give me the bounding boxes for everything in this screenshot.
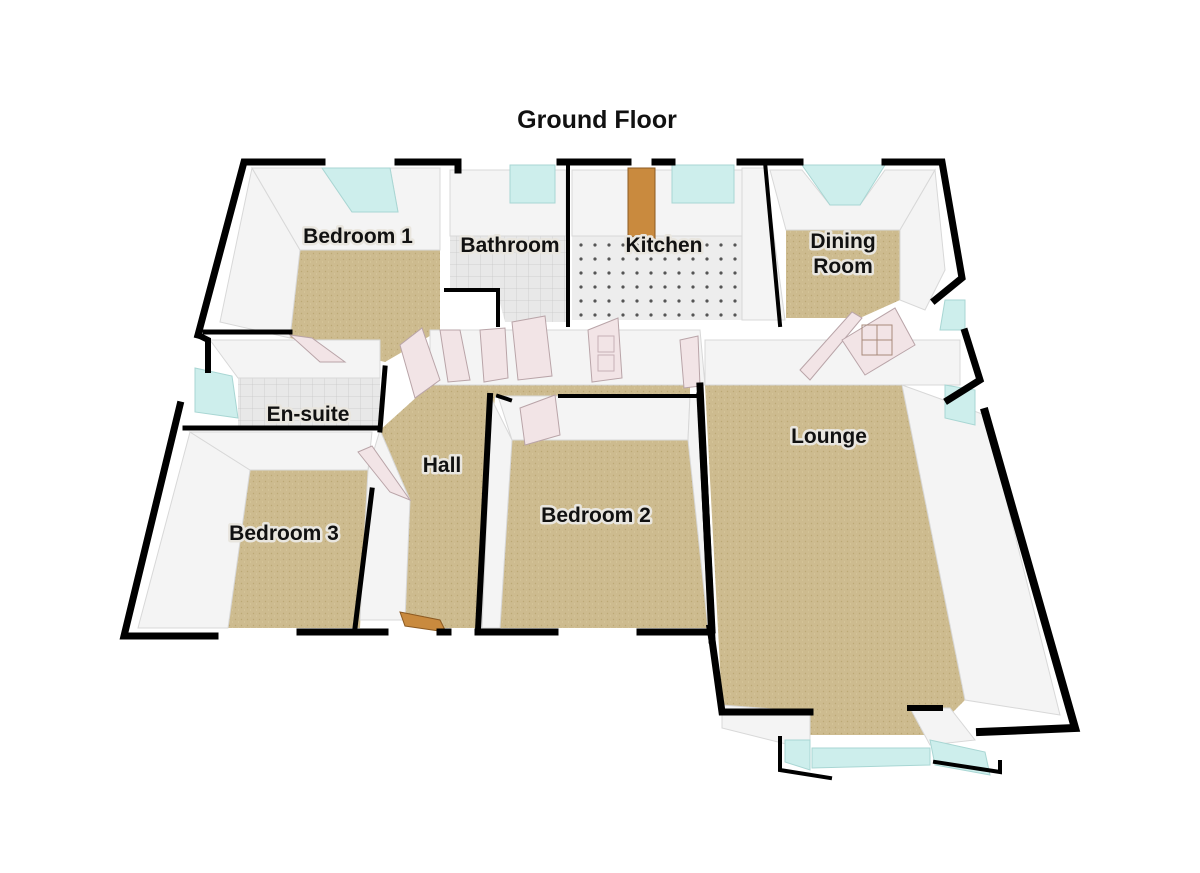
wall-lounge-left [696, 382, 716, 644]
ensuite-back-wall [209, 339, 381, 379]
bedroom-3-floor [228, 470, 368, 628]
label-ensuite: En-suite [267, 403, 350, 426]
bedroom-1-door [288, 334, 347, 363]
outer-wall-top [193, 158, 326, 340]
wall-bed2-left [474, 392, 494, 634]
bedroom-1-window [321, 167, 399, 213]
lounge-bay-left-window [784, 739, 811, 771]
floor-title: Ground Floor [517, 106, 677, 134]
bathroom-door-2 [479, 327, 509, 383]
floors [228, 178, 965, 735]
wall-bed2-top [495, 393, 513, 403]
label-hall: Hall [423, 454, 462, 477]
lounge-door [841, 307, 916, 376]
outer-wall-bay-front [778, 736, 833, 781]
lounge-bay-front-window [811, 747, 931, 769]
dining-door [799, 311, 863, 381]
label-dining-line-2: Room [813, 255, 873, 278]
label-bathroom: Bathroom [460, 234, 559, 257]
wall-bath-cupboard [444, 288, 500, 327]
bedroom-1-floor [290, 250, 440, 362]
walls [119, 158, 1081, 781]
label-lounge: Lounge [791, 425, 867, 448]
bedroom-2-door [519, 394, 561, 446]
dining-room-floor [786, 230, 900, 318]
outer-wall-lounge-right [975, 407, 1081, 737]
door-panels [597, 324, 893, 372]
kitchen-floor [572, 236, 742, 320]
windows [194, 164, 991, 776]
label-bedroom-1: Bedroom 1 [303, 225, 413, 248]
corridor-door [679, 335, 701, 389]
outer-wall-top-2 [394, 158, 462, 174]
bedroom-3-door [357, 445, 412, 502]
label-dining-line-1: Dining [810, 230, 875, 253]
bathroom-window [509, 164, 556, 204]
outer-wall-top-6 [881, 158, 966, 305]
ensuite-floor [238, 378, 380, 428]
dining-window [801, 164, 886, 206]
kitchen-window [671, 164, 735, 204]
label-bedroom-3: Bedroom 3 [229, 522, 339, 545]
storage-door [511, 315, 553, 381]
hall-floor [375, 385, 690, 628]
bedroom-2-floor [500, 440, 708, 628]
label-kitchen: Kitchen [625, 234, 702, 257]
bedroom-1-hall-door [399, 327, 441, 399]
ensuite-window [194, 367, 239, 419]
wall-kitchen-dining [762, 159, 783, 328]
kitchen-back-door [627, 167, 656, 241]
hall-corridor-wall [429, 329, 706, 386]
outer-wall-bay-front-right [932, 759, 1002, 775]
lounge-bay-right [909, 707, 976, 746]
outer-wall-right [943, 327, 985, 405]
dining-side-window [939, 299, 966, 331]
dining-back-wall [769, 169, 936, 231]
dining-right-wall [899, 168, 946, 311]
doors [288, 167, 916, 633]
lounge-floor [705, 385, 965, 735]
outer-wall-bottom-5 [119, 400, 219, 640]
wall-ensuite-hall [377, 365, 388, 433]
outer-wall-left-ensuite [193, 330, 211, 373]
wall-bed3-hall [352, 487, 375, 631]
label-bedroom-2: Bedroom 2 [541, 504, 651, 527]
bathroom-door [439, 329, 471, 383]
labels: Ground Floor Bedroom 1 Bathroom Kitchen … [227, 106, 879, 548]
kitchen-door [587, 317, 623, 383]
